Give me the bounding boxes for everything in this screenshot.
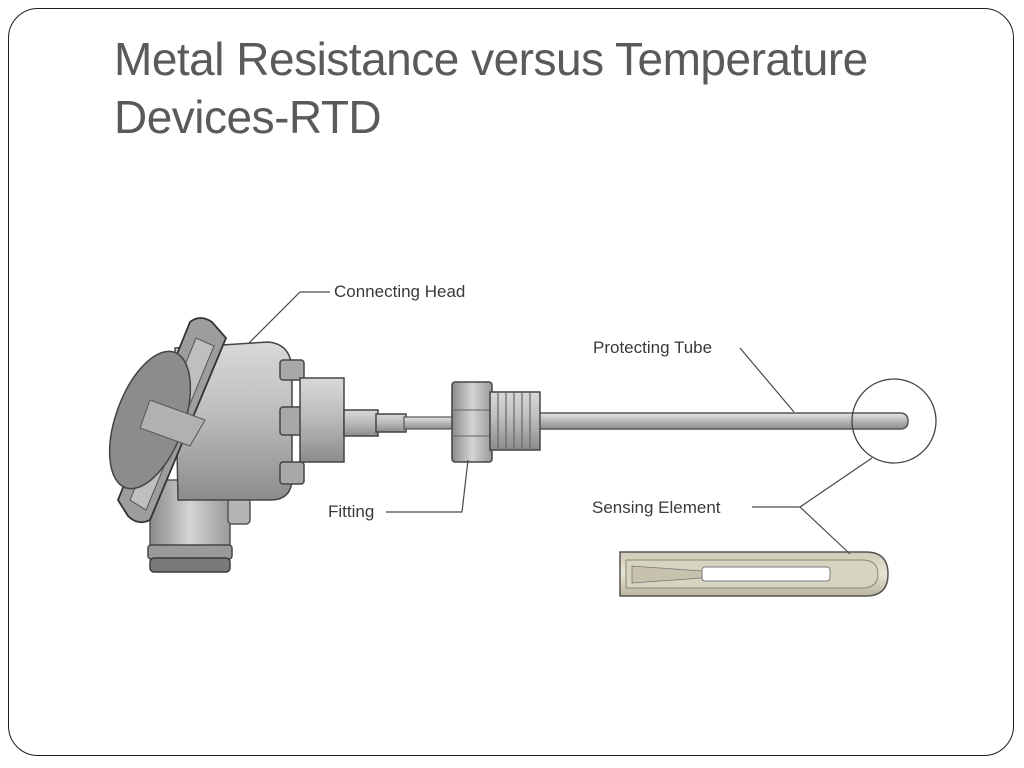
- head-lid: [108, 317, 228, 524]
- magnifier-circle: [851, 378, 937, 464]
- slide-title: Metal Resistance versus Temperature Devi…: [114, 30, 954, 146]
- protecting-tube: [539, 412, 909, 430]
- label-connecting-head: Connecting Head: [334, 282, 465, 301]
- label-protecting-tube: Protecting Tube: [593, 338, 712, 357]
- label-sensing-element: Sensing Element: [592, 498, 721, 517]
- slide-title-line-1: Metal Resistance versus Temperature: [114, 33, 868, 85]
- fitting: [451, 381, 541, 463]
- leader-lines: [247, 291, 873, 555]
- slide-title-line-2: Devices-RTD: [114, 91, 382, 143]
- sensing-element-detail: [619, 551, 889, 597]
- label-fitting: Fitting: [328, 502, 374, 521]
- extension-rod: [343, 409, 455, 437]
- connecting-head: [108, 317, 345, 573]
